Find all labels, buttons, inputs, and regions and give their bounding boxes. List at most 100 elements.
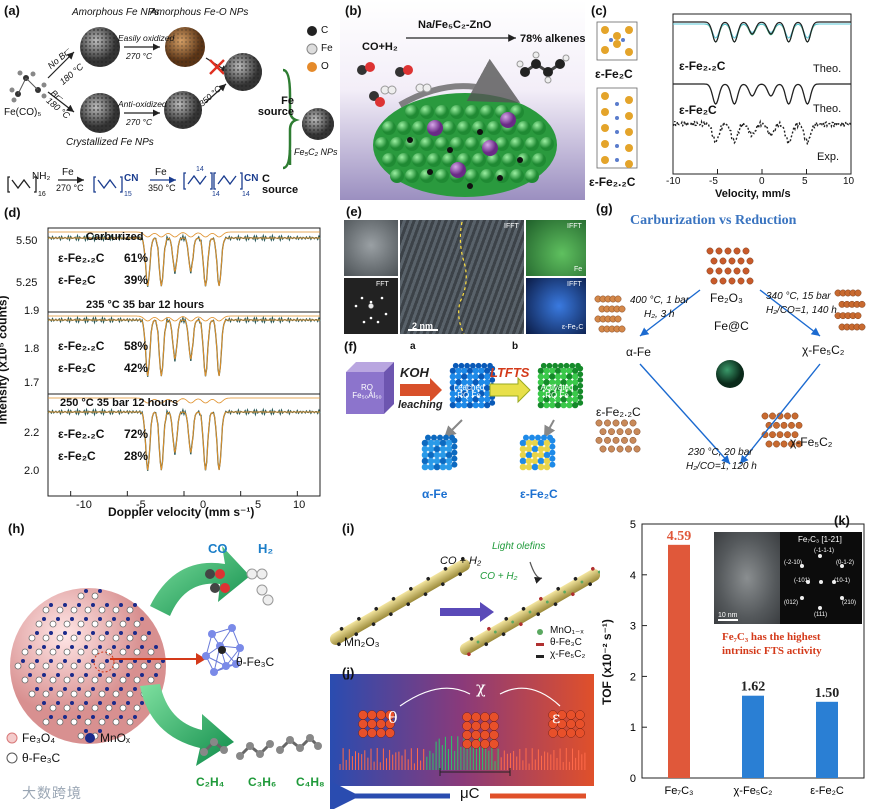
panel-g-label: (g) [596,202,613,215]
alpha-fe-atom [431,435,437,441]
epsilon-crystal-atom [600,446,606,452]
fft-spot [361,297,364,300]
bar-value-label-2: 1.50 [815,686,840,701]
alpha-fe-atom [422,446,429,453]
panel-i-label: (i) [342,522,354,535]
fft-spot [370,317,373,320]
fft-spot [385,313,388,316]
epsilon-atom [538,464,545,471]
mnox-dot [105,659,109,663]
epsilon-atom [520,440,527,447]
chi-fe5c2-crystal-atom [855,312,861,318]
cell-fe-atom [601,92,609,100]
chi-cluster-atom [481,713,490,722]
theta-fe3c-dot [99,691,105,697]
chi-cluster-atom [490,713,499,722]
h-legend-theta: θ-Fe₃C [22,752,60,764]
cage-atom [236,644,244,652]
sub1-pct-1: 39% [124,274,148,286]
amorphous-fe-label: Amorphous Fe NPs [72,8,159,18]
theo-fe22c-curve [673,22,851,42]
chi-fe5c2-bottom-atom [769,413,775,419]
efe-phase-label: ε-Fe₂C [562,324,583,331]
fe2o3-crystal-atom [729,278,735,284]
step1-fe: Fe [62,168,74,178]
epsilon-crystal-atom [596,437,602,443]
activated-atom [569,363,575,369]
activated-atom [577,400,583,406]
chi-fe5c2-crystal-atom [859,301,865,307]
catalyst-atom [525,137,539,151]
sub1-phase-0: ε-Fe₂.₂C [58,252,104,264]
panel-f-schematic [340,338,590,510]
process-arrow [440,602,494,622]
leached-atom [450,373,456,379]
activated-atom [538,373,544,379]
theta-cluster-atom [359,729,368,738]
leached-atom [478,373,484,379]
leached-atom [455,373,461,379]
alpha-fe-crystal-atom [619,326,625,332]
epsilon-crystal-atom [608,446,614,452]
epsilon-atom [529,435,535,441]
fe2o3-crystal-atom [734,268,740,274]
g-br-phase: χ-Fe₅C₂ [790,436,832,448]
phase-top-label: ε-Fe₂C [595,68,633,80]
mnox-dot [84,673,88,677]
fe2o3-crystal-atom [743,248,749,254]
catalyst-atom [420,137,434,151]
chain-15: 15 [124,191,132,198]
theta-fe3c-dot [64,705,70,711]
catalyst-atom [405,105,419,119]
theta-fe3c-dot [57,663,63,669]
activated-atom [566,402,572,408]
theta-fe3c-dot [43,607,49,613]
mnox-dot [35,659,39,663]
epsilon-crystal-atom [621,420,627,426]
bar-2 [816,702,838,778]
crystallized-label: Crystallized Fe NPs [66,138,154,148]
leached-atom [470,363,476,369]
mnox-dot [98,673,102,677]
mnox-dot [42,645,46,649]
catalyst-atom [540,137,554,151]
sub3-ytick-0: 2.2 [24,428,39,439]
epsilon-cluster-atom [567,720,576,729]
chi-fe5c2-bottom-atom [784,413,790,419]
cell-fe-atom [625,112,633,120]
theta-fe3c-dot [148,677,154,683]
chi-cluster-atom [481,731,490,740]
chain-14b: 14 [242,191,250,198]
mnox-dot [56,673,60,677]
fe2o3-crystal-atom [729,258,735,264]
activated-atom [572,373,578,379]
g-bottom-cond1: 230 °C, 20 bar [688,448,753,458]
catalyst-atom [442,121,456,135]
green-arc-bottom [140,684,234,766]
catalyst-atom [532,121,546,135]
prod2-label: ε-Fe₂C [520,488,558,500]
catalyst-formula: Na/Fe₅C₂-ZnO [418,20,492,31]
epsilon-crystal-atom [600,428,606,434]
chi-fe5c2-crystal-atom [855,290,861,296]
ifft-label-a: IFFT [504,223,519,230]
theta-fe3c-dot [29,663,35,669]
mnox-dot [119,715,123,719]
mnox-dot [63,687,67,691]
theta-fe3c-dot [22,649,28,655]
activated-atom [566,373,572,379]
mnox-dot [126,673,130,677]
mnox-dot [91,687,95,691]
theta-fe3c-dot [127,663,133,669]
activated-atom [543,373,549,379]
theta-fe3c-dot [50,705,56,711]
alpha-fe-atom [443,435,449,441]
epsilon-atom [547,435,553,441]
epsilon-crystal-atom [604,420,610,426]
g-left-cond2: H₂, 3 h [644,310,675,320]
epsilon-cluster-atom [558,729,567,738]
mnox-dot [77,631,81,635]
sub2-title: 235 °C 35 bar 12 hours [86,300,204,311]
mnox-dot [98,617,102,621]
fe2o3-crystal-atom [716,248,722,254]
